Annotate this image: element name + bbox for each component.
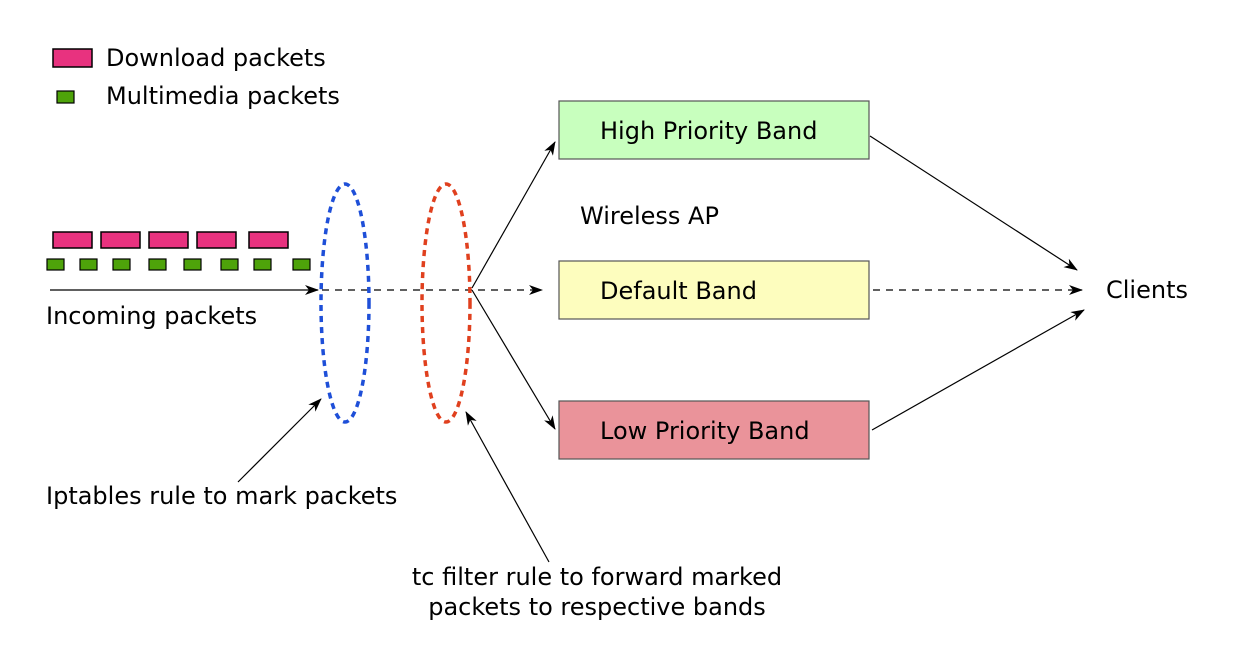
high-to-clients-arrow [869, 135, 1078, 271]
clients-label: Clients [1106, 276, 1188, 304]
download-packet [196, 231, 237, 249]
low-priority-band-label: Low Priority Band [600, 417, 810, 445]
tc-filter-ellipse [420, 182, 472, 424]
high-priority-band [558, 100, 870, 160]
wireless-ap-label: Wireless AP [580, 202, 719, 230]
forward-low-arrow [471, 289, 556, 430]
iptables-annotation-arrow [237, 398, 322, 483]
default-band-label: Default Band [600, 277, 757, 305]
download-packet [100, 231, 141, 249]
multimedia-packet [220, 258, 239, 271]
multimedia-packets [46, 258, 311, 271]
iptables-rule-ellipse [319, 182, 371, 424]
tc-filter-label-line1: tc filter rule to forward marked [412, 563, 782, 591]
download-packet [52, 231, 93, 249]
multimedia-packet [292, 258, 311, 271]
default-band [558, 260, 870, 320]
legend-multimedia-label: Multimedia packets [106, 82, 340, 110]
forward-high-arrow [471, 141, 556, 289]
legend-download-label: Download packets [106, 44, 326, 72]
multimedia-packet [79, 258, 98, 271]
multimedia-packet [148, 258, 167, 271]
iptables-rule-label: Iptables rule to mark packets [46, 482, 397, 510]
download-packet [248, 231, 289, 249]
tc-filter-label-line2: packets to respective bands [428, 593, 766, 621]
low-priority-band [558, 400, 870, 460]
multimedia-packet [46, 258, 65, 271]
multimedia-packet [112, 258, 131, 271]
multimedia-packet [253, 258, 272, 271]
multimedia-packet [183, 258, 202, 271]
legend-download-swatch [52, 48, 93, 68]
download-packet [148, 231, 189, 249]
download-packets [52, 231, 289, 249]
low-to-clients-arrow [871, 309, 1085, 431]
incoming-packets-label: Incoming packets [46, 302, 257, 330]
high-priority-band-label: High Priority Band [600, 117, 817, 145]
legend-multimedia-swatch [56, 90, 75, 104]
tc-annotation-arrow [465, 411, 550, 563]
